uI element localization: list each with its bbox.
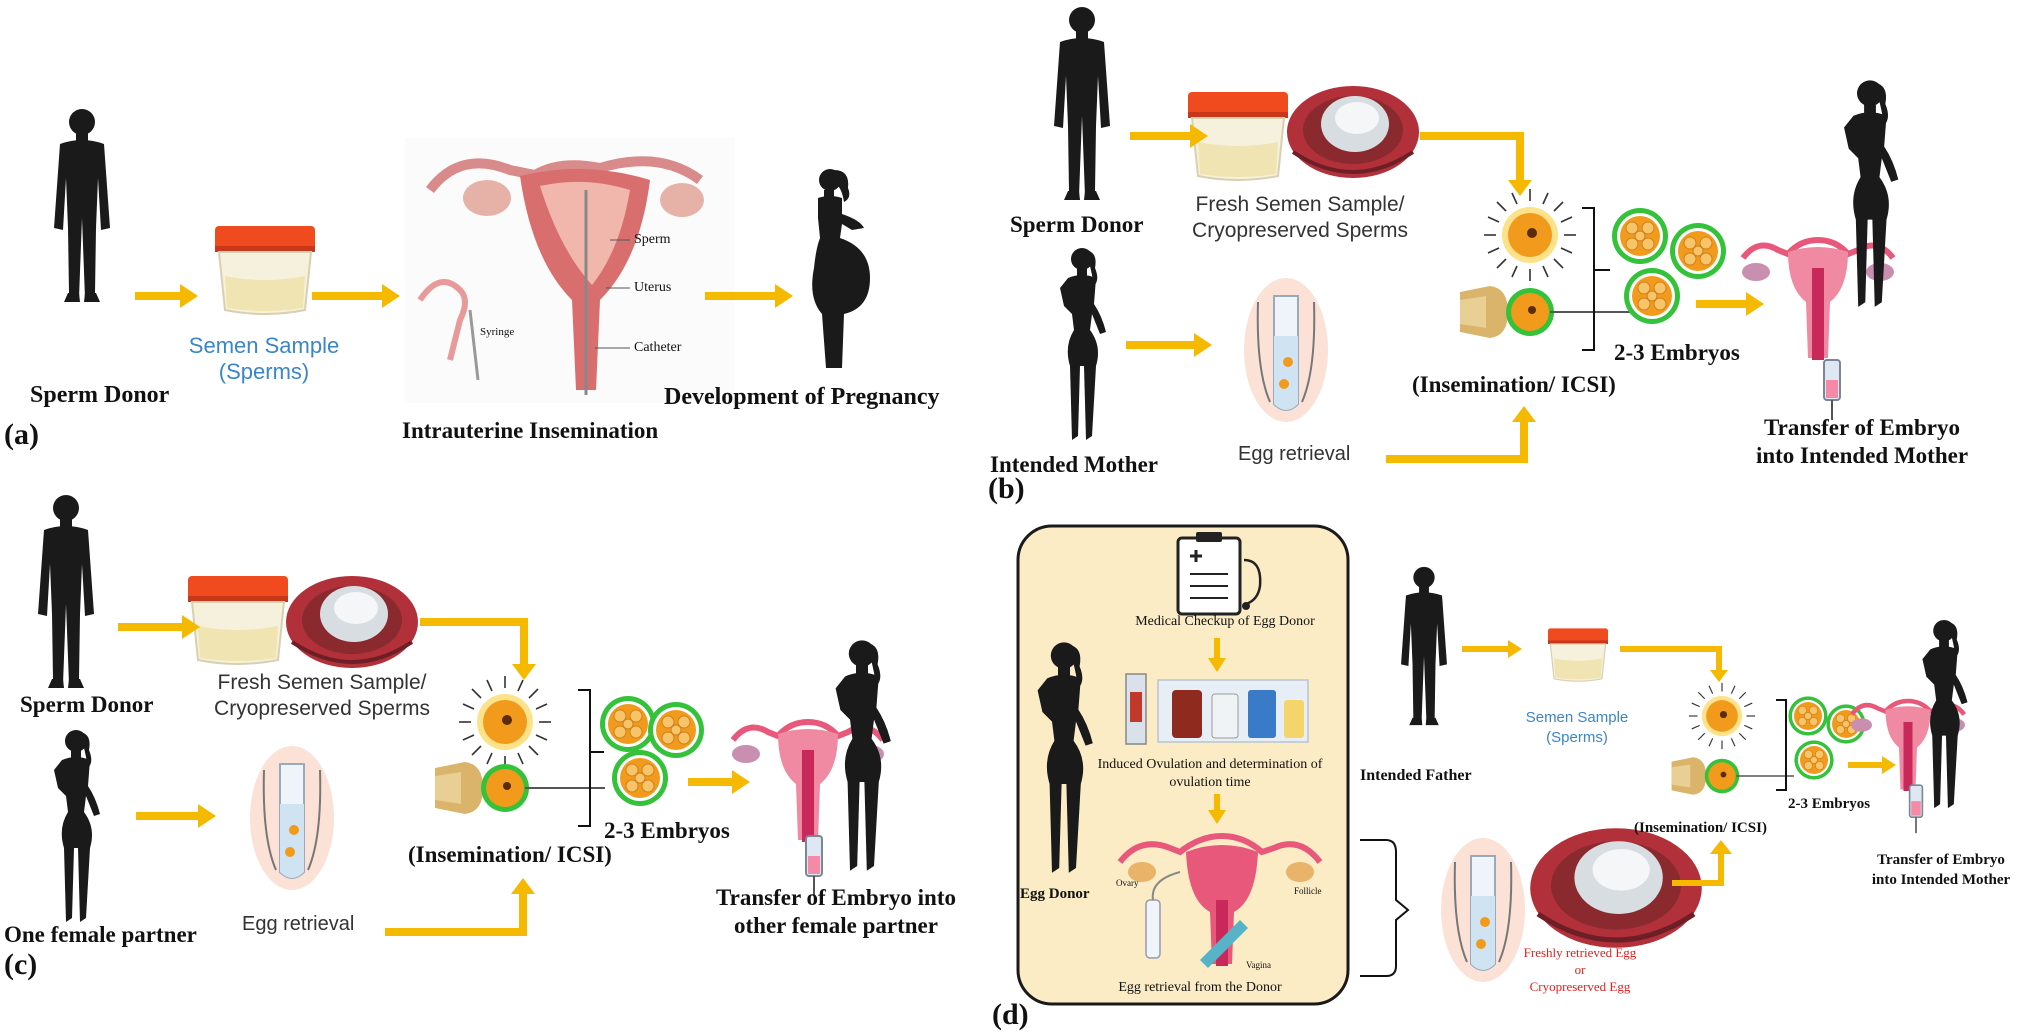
- insemination-icsi-label: (Insemination/ ICSI): [408, 842, 612, 867]
- icsi-pipette-icon: [1670, 756, 1795, 796]
- bracket: [1582, 207, 1595, 351]
- embryo-icon: [599, 695, 657, 753]
- intended-mother-label: Intended Mother: [990, 452, 1159, 477]
- follicle-annotation: Follicle: [1294, 886, 1322, 896]
- female-partner-silhouette-icon: [54, 730, 100, 922]
- embryos-label: 2-3 Embryos: [1614, 340, 1740, 365]
- panel-b-letter: (b): [988, 472, 1025, 505]
- panel-d-artwork: [1016, 524, 1968, 1006]
- cryo-storage-icon: [284, 574, 420, 670]
- embryo-icon: [1623, 267, 1681, 325]
- pregnant-woman-silhouette-icon: [812, 169, 870, 368]
- semen-jar-icon: [187, 575, 289, 665]
- panel-c-artwork: [38, 495, 891, 936]
- egg-tube-icon: [249, 745, 335, 891]
- semen-sample-label: Semen Sample (Sperms): [188, 333, 340, 384]
- transfer-embryo-label: Transfer of Embryo into Intended Mother: [1755, 415, 1969, 468]
- embryo-icon: [1669, 222, 1727, 280]
- intended-mother-silhouette-icon: [1060, 248, 1106, 440]
- egg-tube-icon: [1243, 277, 1329, 423]
- embryo-icon: [1788, 696, 1828, 736]
- semen-jar-icon: [1547, 627, 1609, 682]
- one-female-partner-label: One female partner: [4, 922, 197, 947]
- syringe-annotation: Syringe: [480, 326, 515, 338]
- fresh-semen-label: Fresh Semen Sample/ Cryopreserved Sperms: [214, 671, 430, 720]
- induced-ovulation-label: Induced Ovulation and determination of o…: [1097, 757, 1323, 790]
- bracket: [1776, 699, 1787, 791]
- panel-a-arrows: [135, 284, 793, 308]
- embryo-icon: [611, 749, 669, 807]
- medicines-icon: [1125, 673, 1309, 745]
- insemination-icsi-label: (Insemination/ ICSI): [1412, 372, 1616, 397]
- intended-father-label: Intended Father: [1360, 767, 1472, 784]
- panel-d-arrows: [1462, 640, 1896, 886]
- uterus-icon: [1742, 240, 1894, 360]
- embryos-label: 2-3 Embryos: [604, 818, 730, 843]
- bracket: [1360, 839, 1410, 977]
- cryo-storage-icon: [1530, 828, 1702, 948]
- embryo-icon: [647, 701, 705, 759]
- panel-b-arrows: [1126, 124, 1764, 463]
- uterus-annotation: Uterus: [634, 280, 672, 295]
- egg-retrieval-label: Egg retrieval: [1238, 443, 1351, 465]
- oocyte-sperm-icon: [1483, 188, 1577, 282]
- medical-checkup-label: Medical Checkup of Egg Donor: [1135, 614, 1315, 629]
- embryos-label: 2-3 Embryos: [1788, 796, 1871, 812]
- sperm-donor-label: Sperm Donor: [30, 382, 170, 408]
- embryo-icon: [1611, 207, 1669, 265]
- panel-a-letter: (a): [4, 418, 39, 451]
- sperm-donor-silhouette-icon: [38, 495, 94, 688]
- icsi-pipette-icon: [1459, 285, 1631, 339]
- donor-uterus-icon: [1117, 832, 1323, 968]
- sperm-donor-label: Sperm Donor: [1010, 212, 1144, 237]
- syringe-icon: [1823, 359, 1841, 421]
- panel-c-arrows: [118, 615, 750, 936]
- panel-d-box-arrows: [1208, 638, 1226, 824]
- uterus-illustration-icon: [405, 138, 735, 403]
- bracket: [578, 689, 591, 827]
- clipboard-icon: [1176, 532, 1262, 616]
- catheter-annotation: Catheter: [634, 340, 682, 355]
- development-pregnancy-label: Development of Pregnancy: [664, 384, 940, 410]
- panel-a-artwork: [54, 109, 870, 403]
- oocyte-sperm-icon: [458, 675, 552, 769]
- panel-b-artwork: [1054, 7, 1899, 463]
- panel-d-letter: (d): [992, 998, 1029, 1031]
- intrauterine-insemination-label: Intrauterine Insemination: [402, 418, 659, 443]
- sperm-donor-silhouette-icon: [1054, 7, 1110, 200]
- egg-retrieval-label: Egg retrieval: [242, 913, 355, 935]
- oocyte-sperm-icon: [1688, 682, 1756, 750]
- embryo-icon: [1794, 740, 1834, 780]
- freshly-retrieved-egg-label: Freshly retrieved Egg or Cryopreserved E…: [1523, 945, 1637, 994]
- icsi-pipette-icon: [434, 761, 606, 815]
- semen-jar-icon: [214, 225, 316, 315]
- cryo-storage-icon: [1285, 84, 1421, 180]
- vagina-annotation: Vagina: [1246, 960, 1271, 970]
- insemination-icsi-label: (Insemination/ ICSI): [1634, 820, 1767, 836]
- sperm-donor-silhouette-icon: [54, 109, 110, 302]
- fresh-semen-label: Fresh Semen Sample/ Cryopreserved Sperms: [1192, 193, 1408, 242]
- intended-father-silhouette-icon: [1401, 566, 1447, 726]
- syringe-icon: [1908, 784, 1924, 835]
- egg-donor-box: [1016, 524, 1350, 1006]
- transfer-embryo-label: Transfer of Embryo into Intended Mother: [1871, 852, 2011, 888]
- ovary-annotation: Ovary: [1116, 878, 1139, 888]
- panel-c-letter: (c): [4, 948, 38, 981]
- transfer-embryo-label: Transfer of Embryo into other female par…: [716, 885, 956, 938]
- sperm-donor-label: Sperm Donor: [20, 692, 154, 717]
- sperm-annotation: Sperm: [634, 232, 671, 247]
- semen-sample-label: Semen Sample (Sperms): [1525, 709, 1629, 746]
- egg-donor-label: Egg Donor: [1020, 886, 1090, 902]
- egg-retrieval-donor-label: Egg retrieval from the Donor: [1118, 980, 1282, 995]
